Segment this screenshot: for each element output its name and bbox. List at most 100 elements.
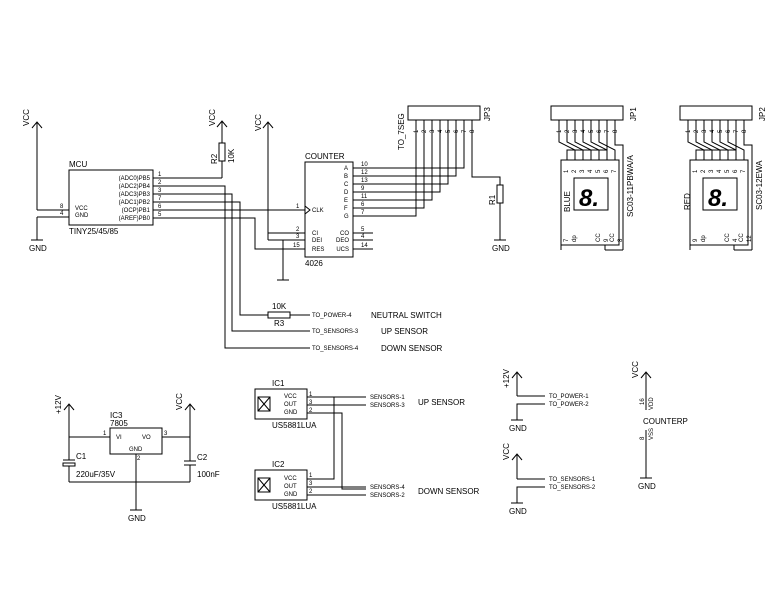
svg-text:1: 1 [557,129,563,133]
svg-text:5: 5 [361,227,365,233]
svg-text:5: 5 [718,129,724,133]
svg-text:2: 2 [694,129,700,133]
svg-text:E: E [344,198,348,204]
svg-text:4: 4 [717,169,723,173]
capacitor-c1: C1 220uF/35V [62,437,116,482]
svg-text:VCC: VCC [208,109,217,126]
svg-text:2: 2 [701,169,707,173]
svg-text:2: 2 [309,408,313,414]
svg-text:9: 9 [693,238,699,242]
svg-text:VCC: VCC [631,361,640,378]
svg-text:GND: GND [492,244,510,253]
svg-text:CC: CC [596,233,602,242]
svg-text:VCC: VCC [22,109,31,126]
svg-text:C1: C1 [76,452,87,461]
svg-text:1: 1 [693,169,699,173]
svg-text:US5881LUA: US5881LUA [272,502,317,511]
svg-text:9: 9 [604,238,610,242]
svg-text:10K: 10K [227,148,236,163]
svg-text:OUT: OUT [284,402,297,408]
svg-text:1: 1 [309,392,313,398]
svg-text:IC3: IC3 [110,411,123,420]
svg-text:3: 3 [309,400,313,406]
vcc-symbol-counter: VCC [254,114,274,233]
svg-text:2: 2 [309,489,313,495]
svg-text:3: 3 [580,169,586,173]
svg-text:2: 2 [137,456,141,462]
svg-text:A: A [344,166,348,172]
vcc-symbol-sensors: VCC [502,443,523,479]
svg-text:GND: GND [284,492,298,498]
display-blue-digit: 8. [579,185,599,212]
svg-text:4: 4 [588,169,594,173]
svg-text:8: 8 [613,129,619,133]
svg-text:COUNTER: COUNTER [305,152,345,161]
net-to-sensors-4: TO_SENSORS-4 [312,346,359,352]
display-red: 8. RED SC03-12EWA 1 2 3 4 5 6 7 9 dp CC … [683,159,764,246]
svg-text:8: 8 [618,238,624,242]
display-red-digit: 8. [708,185,728,212]
svg-text:2: 2 [158,180,162,186]
svg-text:1: 1 [686,129,692,133]
svg-text:VCC: VCC [284,476,297,482]
svg-text:VCC: VCC [284,394,297,400]
svg-text:4: 4 [438,129,444,133]
hall-sensor-ic2: IC2 US5881LUA VCC OUT GND 1 3 2 [254,460,317,511]
svg-text:CC: CC [739,233,745,242]
svg-text:3: 3 [296,234,300,240]
svg-text:5: 5 [589,129,595,133]
svg-text:100nF: 100nF [197,470,220,479]
svg-text:5: 5 [725,169,731,173]
net-sensors-2: SENSORS-2 [370,493,405,499]
ic1-side-label: UP SENSOR [418,398,465,407]
svg-text:16: 16 [640,398,646,405]
svg-text:COUNTERP: COUNTERP [643,417,688,426]
plus12v-symbol-reg: +12V [54,394,75,437]
svg-text:8: 8 [742,129,748,133]
svg-text:7: 7 [741,169,747,173]
svg-text:+12V: +12V [502,368,511,388]
label-up-sensor: UP SENSOR [381,327,428,336]
svg-text:SC03-12EWA: SC03-12EWA [755,160,764,210]
svg-text:3: 3 [430,129,436,133]
svg-text:TINY25/45/85: TINY25/45/85 [69,227,119,236]
svg-text:8: 8 [640,436,646,440]
svg-text:OUT: OUT [284,484,297,490]
svg-text:4: 4 [60,211,64,217]
svg-text:DEO: DEO [336,238,349,244]
vcc-symbol-mcu: VCC [22,109,43,210]
svg-text:1: 1 [296,204,300,210]
net-sensors-4: SENSORS-4 [370,485,405,491]
svg-text:(OCP)PB1: (OCP)PB1 [122,208,151,214]
svg-text:GND: GND [128,514,146,523]
gnd-symbol-mcu: GND [29,239,47,253]
svg-text:6: 6 [604,169,610,173]
svg-text:5: 5 [596,169,602,173]
svg-text:7: 7 [158,196,162,202]
svg-text:(ADC1)PB2: (ADC1)PB2 [119,200,151,206]
svg-text:3: 3 [164,431,168,437]
display-blue: 8. BLUE SC03-11PBWA/A 1 2 3 4 5 6 7 7 dp… [560,155,635,246]
plus12v-symbol-power: +12V [502,368,523,396]
svg-text:CLK: CLK [312,208,324,214]
vcc-symbol-reg: VCC [175,393,196,437]
resistor-r3: 10K R3 [267,302,291,328]
svg-text:GND: GND [75,213,89,219]
net-to-power-2: TO_POWER-2 [549,402,589,408]
svg-text:BLUE: BLUE [563,191,572,212]
svg-text:VO: VO [142,435,151,441]
svg-text:VCC: VCC [175,393,184,410]
svg-text:5: 5 [446,129,452,133]
svg-text:+12V: +12V [54,394,63,414]
svg-text:VSS: VSS [649,428,655,440]
svg-text:UCS: UCS [336,247,349,253]
svg-text:15: 15 [293,243,300,249]
svg-text:VCC: VCC [502,443,511,460]
svg-text:4: 4 [581,129,587,133]
hall-sensor-ic1: IC1 US5881LUA VCC OUT GND 1 3 2 [254,379,317,430]
svg-text:GND: GND [29,244,47,253]
svg-text:VDD: VDD [649,397,655,410]
svg-text:JP3: JP3 [483,107,492,121]
label-down-sensor: DOWN SENSOR [381,344,443,353]
svg-text:3: 3 [158,188,162,194]
